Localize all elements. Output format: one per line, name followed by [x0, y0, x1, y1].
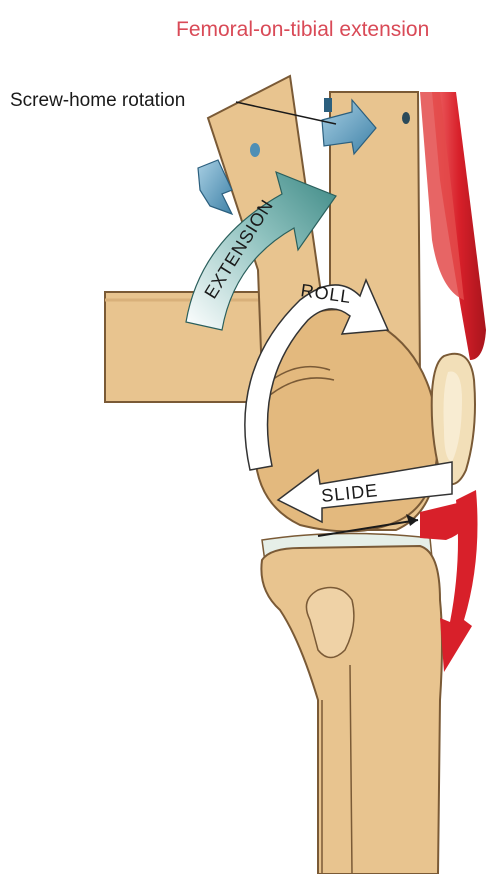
femur-marker — [402, 112, 410, 124]
femur-previous-marker — [250, 143, 260, 157]
screw-home-label: Screw-home rotation — [10, 90, 185, 111]
screw-home-marker-top — [324, 98, 332, 112]
horizontal-limb — [105, 292, 262, 402]
figure-title: Femoral-on-tibial extension — [176, 18, 429, 41]
